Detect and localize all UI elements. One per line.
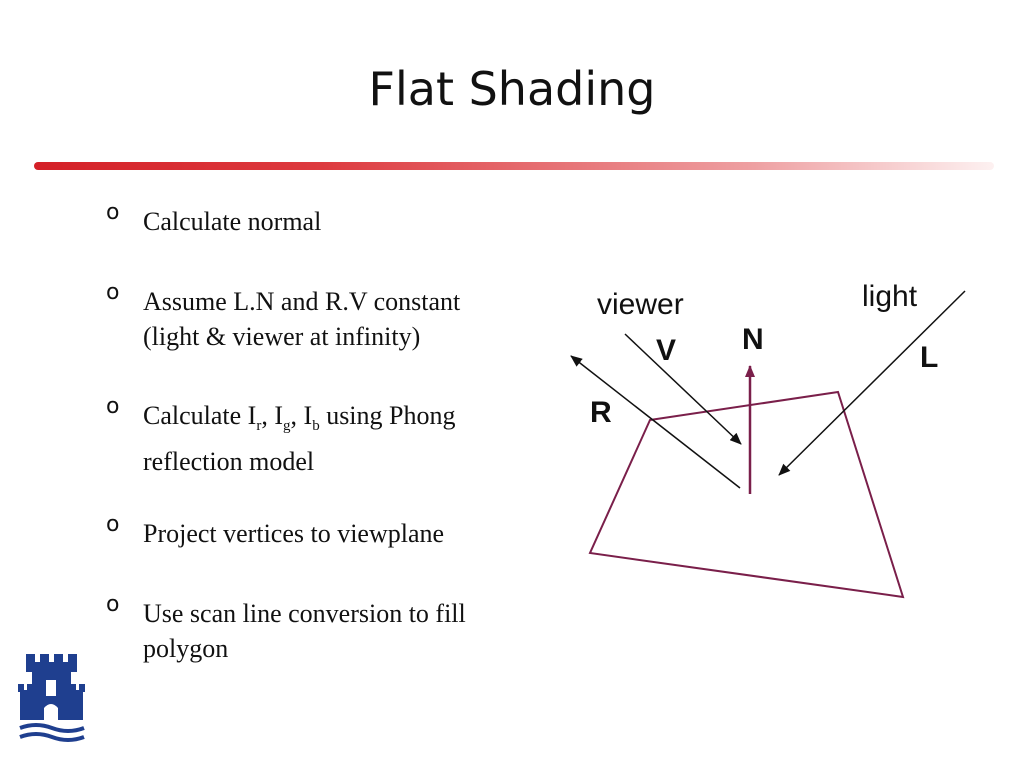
subscript-r: r [256,418,262,434]
bullet-text: Use scan line conversion to fill polygon [143,599,466,663]
university-castle-logo-icon [18,654,85,742]
light-label: light [862,280,918,313]
bullet-marker: o [106,512,120,537]
title-underline [34,162,994,170]
subscript-b: b [312,418,320,434]
bullet-marker: o [106,280,120,305]
bullet-marker: o [106,592,120,617]
surface-polygon [588,390,905,599]
subscript-g: g [283,418,291,434]
bullet-text: Project vertices to viewplane [143,519,445,548]
view-vector-v [624,333,742,445]
n-label: N [742,323,764,356]
bullet-text-part: using Phong reflection model [143,401,456,476]
v-label: V [656,334,676,367]
bullet-text-part: , I [261,401,284,430]
bullet-marker: o [106,394,120,419]
slide-title: Flat Shading [368,62,656,116]
r-label: R [590,396,612,429]
l-label: L [920,341,938,374]
bullet-text: Assume L.N and R.V constant (light & vie… [143,287,461,351]
bullet-text-part: Calculate I [143,401,257,430]
reflection-vector-r [570,355,741,489]
bullet-marker: o [106,200,120,225]
bullet-text-part: , I [290,401,313,430]
bullet-text: Calculate Ir, Ig, Ib using Phong reflect… [143,398,523,479]
viewer-label: viewer [597,288,684,321]
light-vector-l [778,290,966,476]
bullet-text: Calculate normal [143,207,322,236]
